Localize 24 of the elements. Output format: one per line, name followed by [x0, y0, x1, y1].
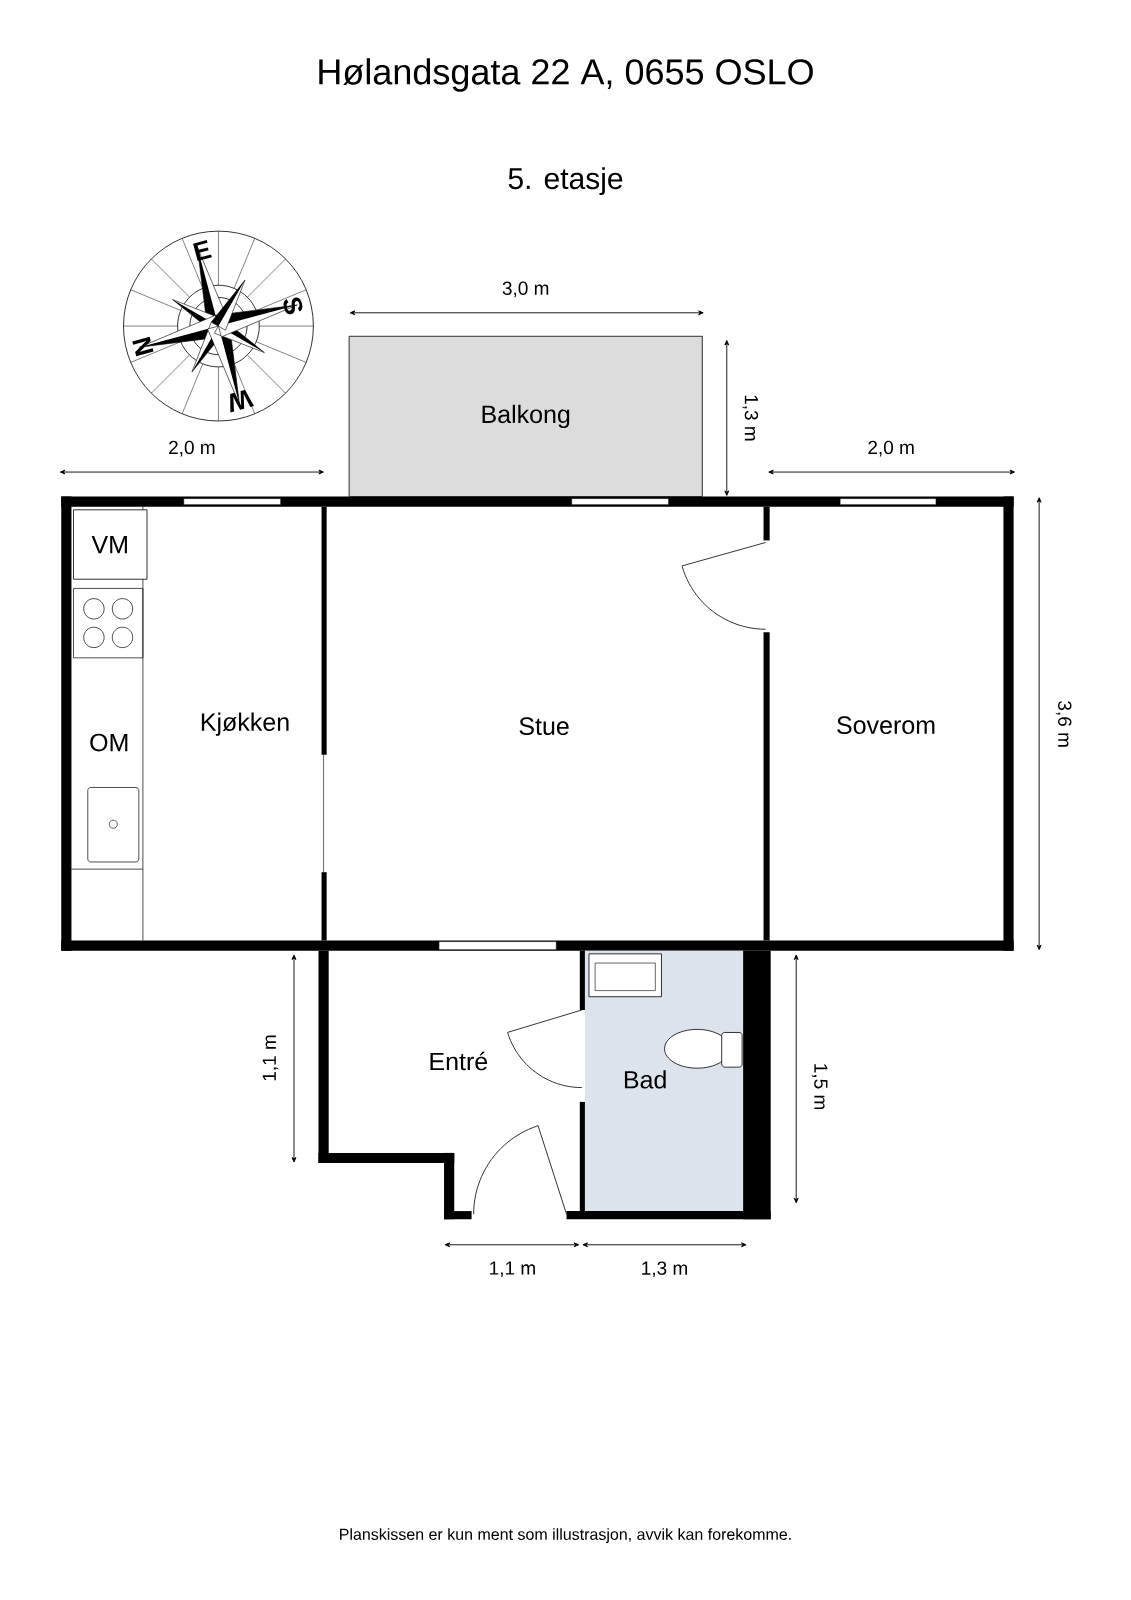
dimension-label: 1,5 m	[811, 1064, 828, 1110]
compass-letter: W	[230, 390, 254, 413]
dimension-label: 1,1 m	[490, 1261, 535, 1277]
compass-letter: E	[193, 240, 212, 261]
dimension-label: 3,6 m	[1055, 701, 1072, 747]
title: Hølandsgata 22 A, 0655 OSLO	[319, 58, 813, 92]
dimension-label: 2,0 m	[868, 440, 914, 457]
compass-letter: N	[132, 336, 154, 357]
washing-machine-box: VM	[73, 509, 148, 580]
room-label: Stue	[519, 717, 569, 736]
dimension-label: 3,0 m	[502, 281, 549, 298]
room-label: Soverom	[837, 716, 935, 735]
dimension-label: 1,3 m	[642, 1261, 687, 1278]
dimension-label: 2,0 m	[169, 440, 215, 457]
room-label: Kjøkken	[201, 712, 289, 736]
room-label: Entré	[430, 1051, 488, 1071]
room-label: Bad	[624, 1070, 666, 1089]
disclaimer: Planskissen er kun ment som illustrasjon, avvik kan forekomme.	[340, 1528, 791, 1544]
subtitle: 5. etasje	[508, 167, 623, 196]
appliance-label: OM	[90, 733, 128, 752]
balcony-area: Balkong	[348, 335, 703, 497]
compass-letter: S	[283, 297, 303, 315]
dimension-label: 1,3 m	[742, 395, 759, 441]
dimension-label: 1,1 m	[262, 1035, 279, 1081]
